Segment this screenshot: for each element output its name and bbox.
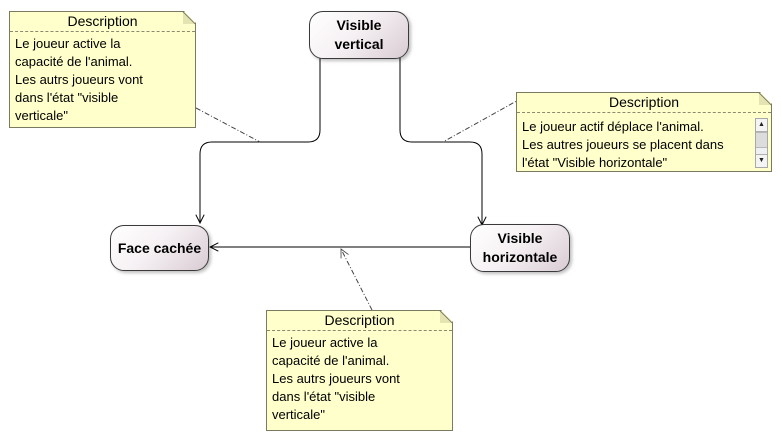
state-visible-horizontale[interactable]: Visible horizontale	[470, 224, 570, 272]
state-visible-horizontale-label: Visible horizontale	[482, 230, 558, 265]
state-face-cachee[interactable]: Face cachée	[110, 225, 209, 271]
note-anchor-bottom	[340, 249, 373, 311]
note-right[interactable]: Description Le joueur actif déplace l'an…	[516, 92, 772, 172]
note-top-left[interactable]: Description Le joueur active la capacité…	[9, 11, 196, 128]
transition-vertical-to-hidden[interactable]	[200, 58, 321, 223]
scroll-thumb[interactable]	[756, 132, 767, 148]
state-face-cachee-label: Face cachée	[117, 239, 202, 256]
note-anchor-top-left	[195, 107, 261, 143]
scroll-down-icon[interactable]: ▼	[756, 154, 767, 167]
note-right-body: Le joueur actif déplace l'animal. Les au…	[522, 119, 724, 170]
note-right-title: Description	[517, 93, 771, 113]
state-visible-vertical[interactable]: Visible vertical	[309, 11, 409, 59]
note-bottom-body: Le joueur active la capacité de l'animal…	[272, 335, 400, 422]
note-bottom[interactable]: Description Le joueur active la capacité…	[266, 310, 453, 431]
state-visible-vertical-label: Visible vertical	[334, 17, 384, 52]
note-right-scrollbar[interactable]: ▲ ▼	[755, 118, 768, 168]
note-anchor-right	[442, 97, 523, 143]
note-top-left-body: Le joueur active la capacité de l'animal…	[15, 36, 143, 123]
scroll-up-icon[interactable]: ▲	[756, 119, 767, 132]
note-top-left-title: Description	[10, 12, 195, 32]
transition-vertical-to-horizontal[interactable]	[399, 58, 482, 225]
note-bottom-title: Description	[267, 311, 452, 331]
